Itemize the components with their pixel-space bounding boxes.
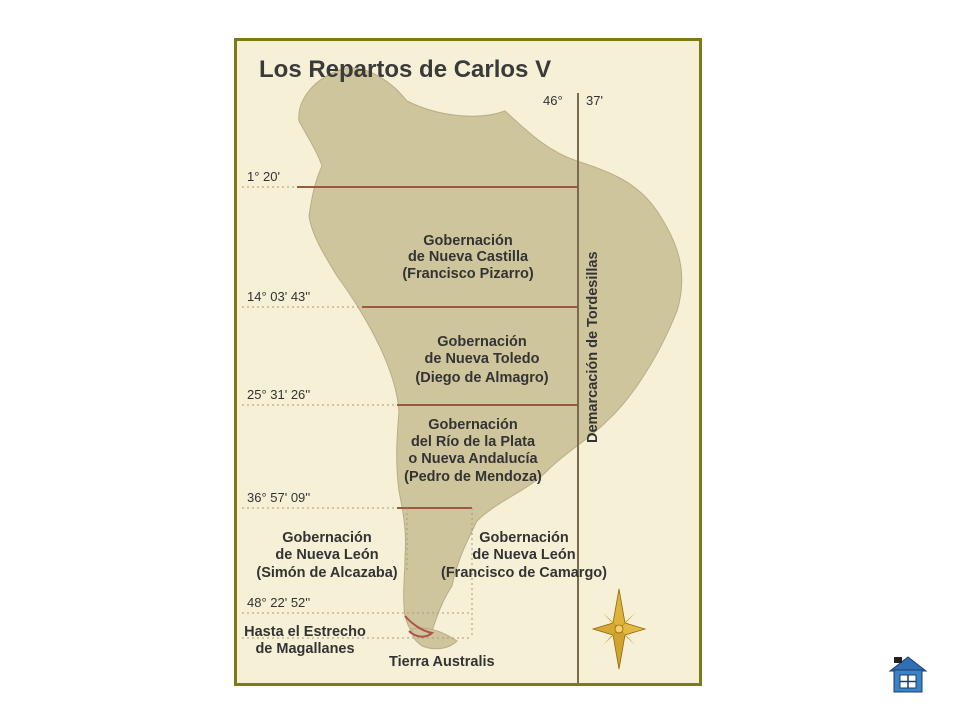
meridian-degrees: 46° — [543, 93, 563, 108]
tierra-del-fuego — [411, 627, 458, 650]
svg-text:de Nueva Castilla: de Nueva Castilla — [408, 249, 529, 265]
parallel-label-1: 1° 20' — [247, 169, 280, 184]
parallel-label-3: 25° 31' 26'' — [247, 387, 310, 402]
svg-text:(Francisco de Camargo): (Francisco de Camargo) — [441, 565, 607, 581]
svg-text:(Francisco Pizarro): (Francisco Pizarro) — [402, 266, 534, 282]
svg-text:del Río de la Plata: del Río de la Plata — [411, 434, 536, 450]
svg-text:o Nueva Andalucía: o Nueva Andalucía — [408, 451, 538, 467]
map-title: Los Repartos de Carlos V — [259, 56, 551, 83]
label-estrecho: Hasta el Estrecho de Magallanes — [244, 624, 366, 657]
meridian-minutes: 37' — [586, 93, 603, 108]
region-nueva-leon-east: Gobernación de Nueva León (Francisco de … — [441, 530, 607, 581]
parallel-label-5: 48° 22' 52'' — [247, 595, 310, 610]
region-nueva-toledo: Gobernación de Nueva Toledo (Diego de Al… — [415, 334, 548, 386]
svg-text:(Diego de Almagro): (Diego de Almagro) — [415, 370, 548, 386]
label-tierra-australis: Tierra Australis — [389, 654, 495, 670]
svg-text:de Magallanes: de Magallanes — [255, 641, 354, 657]
region-nueva-castilla: Gobernación de Nueva Castilla (Francisco… — [402, 233, 534, 282]
dotted-guides — [242, 186, 473, 639]
parallel-label-4: 36° 57' 09'' — [247, 490, 310, 505]
svg-text:(Pedro de Mendoza): (Pedro de Mendoza) — [404, 469, 542, 485]
svg-text:Gobernación: Gobernación — [282, 530, 371, 546]
home-icon — [888, 656, 928, 693]
meridian-label: Demarcación de Tordesillas — [585, 251, 601, 443]
svg-text:de Nueva León: de Nueva León — [472, 547, 575, 563]
map-frame: 46° 37' Demarcación de Tordesillas 1° 20… — [234, 38, 702, 686]
region-nueva-leon-west: Gobernación de Nueva León (Simón de Alca… — [256, 530, 397, 581]
svg-text:de Nueva León: de Nueva León — [275, 547, 378, 563]
region-rio-de-la-plata: Gobernación del Río de la Plata o Nueva … — [404, 417, 542, 485]
svg-text:Gobernación: Gobernación — [428, 417, 517, 433]
compass-rose-icon — [591, 588, 647, 670]
svg-text:Hasta el Estrecho: Hasta el Estrecho — [244, 624, 366, 640]
svg-text:de Nueva Toledo: de Nueva Toledo — [425, 351, 540, 367]
svg-text:Gobernación: Gobernación — [479, 530, 568, 546]
svg-text:Gobernación: Gobernación — [437, 334, 526, 350]
strait-detail — [404, 615, 435, 638]
svg-text:Gobernación: Gobernación — [423, 233, 512, 249]
parallel-label-2: 14° 03' 43'' — [247, 289, 310, 304]
home-button[interactable] — [888, 655, 928, 695]
map-canvas: 46° 37' Demarcación de Tordesillas 1° 20… — [242, 56, 683, 683]
svg-text:(Simón de Alcazaba): (Simón de Alcazaba) — [256, 565, 397, 581]
